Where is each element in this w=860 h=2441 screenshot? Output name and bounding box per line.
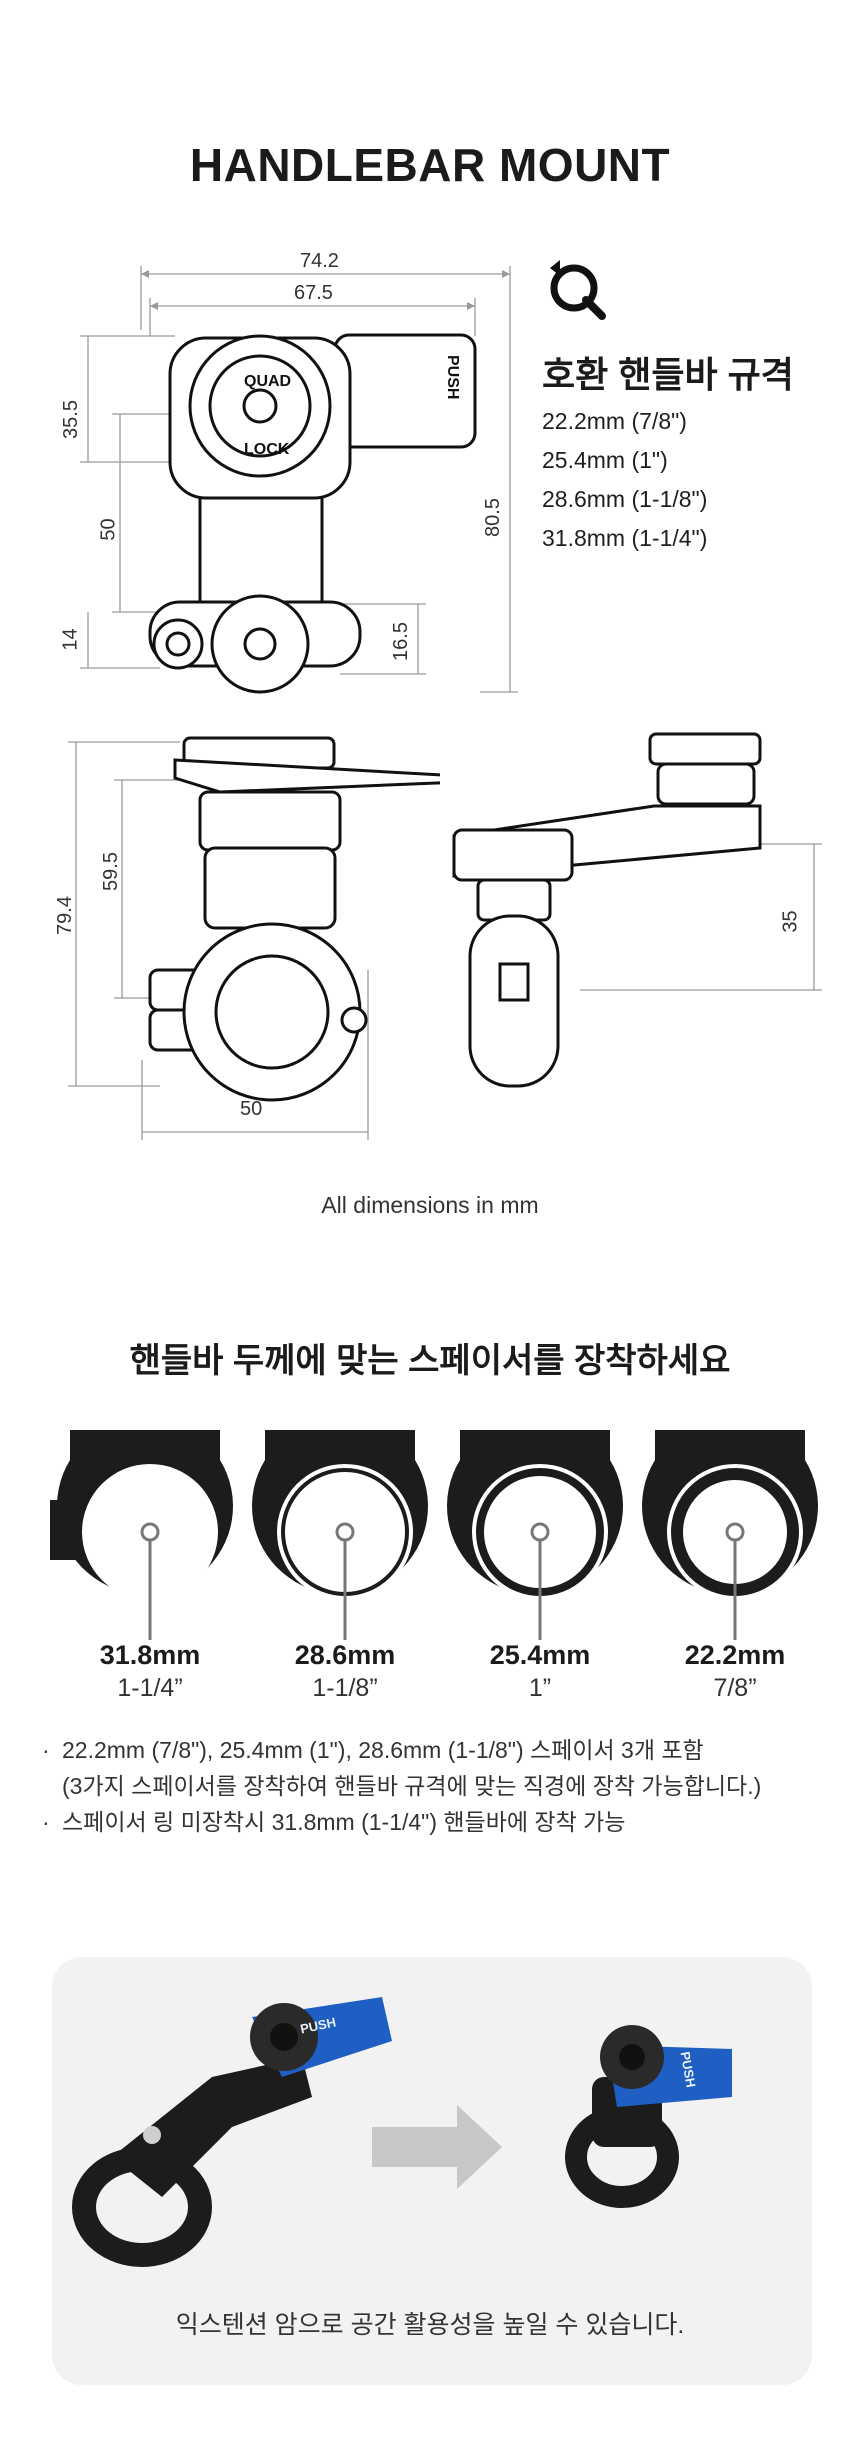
top-view-drawing: QUAD LOCK PUSH <box>80 266 518 694</box>
spacer-clamp-1 <box>50 1430 233 1640</box>
spacer-diagrams <box>50 1430 818 1640</box>
spacer-inch-1: 1-1/4” <box>117 1674 183 1702</box>
dim-front-width: 50 <box>240 1098 263 1120</box>
dim-right-total: 80.5 <box>481 498 504 537</box>
spacer-inch-2: 1-1/8” <box>312 1674 378 1702</box>
handlebar-compat-icon <box>550 260 606 320</box>
spacer-size-4: 22.2mm <box>684 1640 786 1670</box>
front-view-drawing <box>68 736 440 1140</box>
spacer-size-1: 31.8mm <box>99 1640 201 1670</box>
spacer-section-title: 핸들바 두께에 맞는 스페이서를 장착하세요 <box>129 1342 731 1380</box>
lock-label: LOCK <box>244 441 290 458</box>
spacer-inch-4: 7/8” <box>713 1674 757 1702</box>
push-label: PUSH <box>444 355 461 399</box>
extension-illustration <box>72 1997 732 2267</box>
spacer-clamp-3 <box>447 1430 623 1640</box>
spec-item-3: 28.6mm (1-1/8") <box>542 486 708 512</box>
spacer-clamp-2 <box>252 1430 428 1640</box>
spacer-size-2: 28.6mm <box>294 1640 396 1670</box>
side-view-drawing <box>452 732 822 1088</box>
extension-caption: 익스텐션 암으로 공간 활용성을 높일 수 있습니다. <box>175 2311 685 2339</box>
spacer-inch-3: 1” <box>528 1674 552 1702</box>
dim-front-upper: 59.5 <box>99 852 122 891</box>
dim-left-lower: 14 <box>59 628 82 651</box>
dim-top-width-outer: 74.2 <box>300 250 339 272</box>
spacer-clamp-4 <box>642 1430 818 1640</box>
dim-top-width-inner: 67.5 <box>294 282 333 304</box>
spec-title: 호환 핸들바 규격 <box>542 354 794 395</box>
dim-left-middle: 50 <box>97 518 120 541</box>
spec-item-2: 25.4mm (1") <box>542 447 668 473</box>
spacer-bullet-1: 22.2mm (7/8"), 25.4mm (1"), 28.6mm (1-1/… <box>62 1737 704 1763</box>
dim-left-upper: 35.5 <box>59 400 82 439</box>
spacer-bullet-1-sub: (3가지 스페이서를 장착하여 핸들바 규격에 맞는 직경에 장착 가능합니다.… <box>62 1773 762 1799</box>
bullet-marker-2: · <box>42 1809 50 1835</box>
page-title: HANDLEBAR MOUNT <box>189 139 671 191</box>
dim-front-total: 79.4 <box>53 896 76 935</box>
dim-right-lower: 16.5 <box>389 622 412 661</box>
bullet-marker-1: · <box>42 1737 50 1763</box>
spacer-size-3: 25.4mm <box>489 1640 591 1670</box>
quad-label: QUAD <box>244 373 291 390</box>
spacer-bullet-2: 스페이서 링 미장착시 31.8mm (1-1/4") 핸들바에 장착 가능 <box>62 1809 626 1835</box>
spec-item-4: 31.8mm (1-1/4") <box>542 525 708 551</box>
dimensions-note: All dimensions in mm <box>321 1192 539 1218</box>
spec-item-1: 22.2mm (7/8") <box>542 408 687 434</box>
dim-side-height: 35 <box>779 910 802 933</box>
